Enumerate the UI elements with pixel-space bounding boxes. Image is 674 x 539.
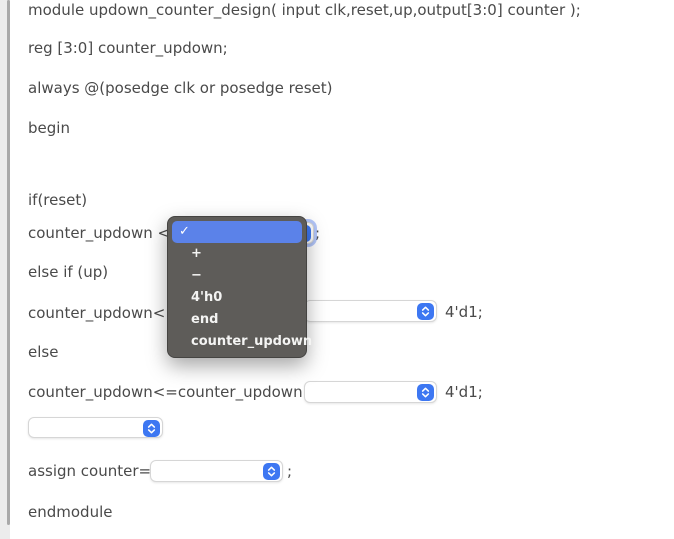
dropdown-item-minus[interactable]: −	[191, 268, 202, 283]
code-line-module: module updown_counter_design( input clk,…	[28, 1, 581, 19]
code-line-always: always @(posedge clk or posedge reset)	[28, 79, 333, 97]
select-stepper-icon	[143, 419, 160, 437]
dropdown-item-blank[interactable]: ✓	[172, 221, 302, 243]
code-line-endmodule: endmodule	[28, 503, 113, 521]
code-line-if-assign-prefix: counter_updown <	[28, 224, 171, 242]
code-line-assign-suffix: ;	[287, 462, 293, 480]
scrollbar-thumb[interactable]	[7, 0, 10, 525]
code-line-down-assign-prefix: counter_updown<=counter_updown	[28, 383, 303, 401]
code-line-else: else	[28, 343, 59, 361]
code-line-up-assign-suffix: 4'd1;	[445, 303, 483, 321]
select-stepper-icon	[417, 303, 434, 320]
code-line-assign-prefix: assign counter=	[28, 462, 152, 480]
dropdown-item-plus[interactable]: +	[191, 246, 202, 261]
code-line-if-assign-suffix: ;	[315, 224, 321, 242]
down-branch-operator-select[interactable]	[304, 381, 437, 403]
checkmark-icon: ✓	[179, 224, 190, 239]
code-line-down-assign-suffix: 4'd1;	[445, 383, 483, 401]
select-stepper-icon	[263, 463, 280, 480]
code-line-up-assign-prefix: counter_updown<	[28, 304, 166, 322]
assign-counter-select[interactable]	[150, 460, 283, 482]
code-line-elseif: else if (up)	[28, 263, 109, 281]
dropdown-item-4h0[interactable]: 4'h0	[191, 290, 223, 305]
end-keyword-select[interactable]	[28, 417, 163, 438]
scrollbar-track[interactable]	[0, 0, 10, 539]
dropdown-item-counter-updown[interactable]: counter_updown	[191, 334, 313, 349]
code-line-if: if(reset)	[28, 191, 88, 209]
dropdown-menu: ✓ + − 4'h0 end counter_updown	[167, 216, 313, 358]
up-branch-operator-select[interactable]	[304, 300, 437, 322]
select-stepper-icon	[417, 384, 434, 401]
dropdown-item-end[interactable]: end	[191, 312, 219, 327]
code-line-reg: reg [3:0] counter_updown;	[28, 39, 228, 57]
code-line-begin: begin	[28, 119, 70, 137]
